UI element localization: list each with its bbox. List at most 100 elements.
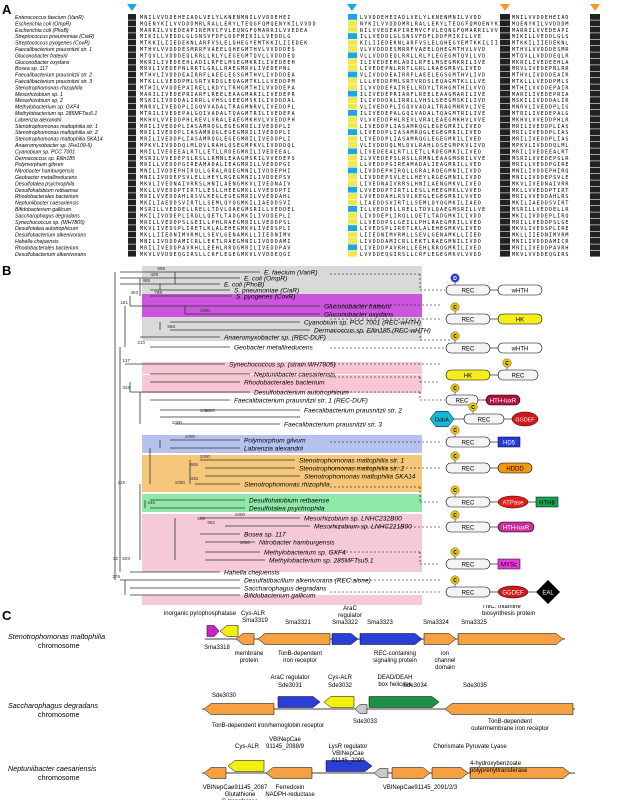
svg-text:MYSc: MYSc (501, 562, 517, 568)
conserved-column (500, 174, 510, 180)
gene-label: ThiC: thiamine (482, 605, 521, 610)
conserved-column (500, 33, 510, 39)
conserved-column (128, 186, 136, 193)
conserved-column (500, 39, 510, 46)
alignment-species-label: Desulfotalea autotrophicum (15, 226, 79, 232)
alignment-sequence: MTKKILIIEDEKNL (512, 41, 570, 47)
conserved-column (348, 244, 357, 251)
svg-text:C: C (453, 428, 457, 434)
svg-text:EAL: EAL (542, 590, 554, 596)
conserved-column (348, 174, 357, 180)
alignment-sequence: MTRILIVEDEPALGQIVADALTQAGMTRILIVEDEPA (140, 111, 296, 117)
conserved-column (590, 244, 600, 251)
tree-leaf-label: Gluconobacter frateurii (324, 304, 391, 311)
conserved-column (128, 46, 136, 52)
tree-leaf-label: Saccharophagus degradans (244, 586, 327, 593)
conserved-column (348, 78, 357, 84)
gene-label: Sma3323 (367, 620, 393, 626)
alignment-sequence: MSRILLVEDDELLRELLTDVLQAEGMSRILLVEDDEL (140, 207, 296, 213)
rec-domain: REC (497, 369, 539, 381)
svg-text:C: C (453, 454, 457, 460)
gene-label: iron receptor (283, 658, 317, 664)
conserved-column (128, 110, 136, 116)
conserved-column (128, 135, 136, 142)
conserved-column (128, 174, 136, 180)
svg-text:HTH-luxR: HTH-luxR (503, 525, 530, 531)
alignment-species-label: Bosea sp. 117 (15, 66, 49, 72)
alignment-sequence: MKVLIVEDSPLIRETLKLALEHEGMKVLIVEDSPLI (140, 226, 292, 232)
conserved-column (348, 52, 357, 59)
conserved-column (348, 39, 357, 46)
alignment-species-label: Gluconobacter frateurii (15, 53, 68, 59)
alignment-species-label: Rhodobacterales bacterium (15, 194, 79, 200)
alignment-sequence: RILVVEDEAPIREMVCFVLEQNGFQMARRILVV (360, 28, 499, 34)
chromosome-title-suffix: chromosome (38, 641, 80, 650)
alignment-sequence: MKILIAEDDSVIRT (512, 201, 570, 207)
bootstrap-value: 328 (122, 385, 130, 390)
conserved-column (128, 58, 136, 65)
conserved-column (348, 46, 357, 52)
conserved-column (500, 116, 510, 123)
gene-2087 (203, 767, 227, 779)
gene-sde3030 (203, 703, 275, 715)
alignment-sequence: ILVVDDEPAIRELLRDYLTRHGMTHILVVD (360, 85, 486, 91)
conserved-column (348, 142, 357, 148)
svg-text:C: C (471, 405, 475, 411)
tree-leaf-label: Faecalibacterium prausnitzii str. 2 (304, 408, 402, 415)
bootstrap-value: 335 (190, 476, 198, 481)
alignment-species-label: Hahella chejuensis (15, 239, 59, 245)
alignment-sequence: MTRILIVEDEPALG (512, 111, 570, 117)
alignment-sequence: LIVEDEEALRTLLETLLRDEGMRILIVED (360, 149, 482, 155)
tree-leaf-label: S. pneumoniae (CiaR) (234, 288, 299, 295)
conserved-column (500, 71, 510, 78)
ggdef-domain: GGDEF (497, 585, 529, 599)
conserved-column (500, 52, 510, 59)
conserved-column (590, 218, 600, 225)
alignment-sequence: MSRILLVEDDELLR (512, 207, 570, 213)
alignment-sequence: ILIVEDEPRIARFLREELEAAGMARILIVE (360, 92, 486, 98)
rec-domain: REC (445, 394, 479, 406)
alignment-sequence: MQENYKILVVDDDM (512, 21, 570, 27)
svg-text:REC: REC (462, 317, 475, 323)
hddd-domain: HDDD (497, 462, 533, 474)
alignment-sequence: ILIVDDDALIRRLLVHSLSEEGMSKILIVD (360, 98, 486, 104)
alignment-sequence: MKLLIIEDNIMVRM (512, 233, 570, 239)
conserved-column (500, 193, 510, 199)
alignment-sequence: MRILIVEDDPAVRH (512, 245, 570, 251)
alignment-sequence: MKHVLVVEDDPHLREVLVRALEAEGMKHVLVVEDDPH (140, 117, 296, 123)
conserved-column (128, 90, 136, 97)
conserved-column (500, 97, 510, 103)
conserved-column (500, 65, 510, 71)
bootstrap-value: 608 (197, 516, 205, 521)
alignment-species-label: Stenotrophomonas maltophilia SKA14 (15, 137, 103, 143)
bootstrap-value: 1000 (205, 408, 216, 413)
gene-label: channel (434, 658, 455, 664)
bootstrap-value: 1000 (240, 540, 251, 545)
alignment-sequence: ILIVEDEEHLADILRFELMSEGMKRILIVE (360, 60, 486, 66)
conserved-column (590, 199, 600, 206)
alignment-sequence: LIVEDSPLIRETLKLALEHEGMKVLIVED (360, 226, 482, 232)
bootstrap-value: 1000 (200, 408, 211, 413)
conserved-column (128, 20, 136, 27)
gene-label: Cys-ALR (241, 611, 266, 617)
conserved-column (590, 154, 600, 161)
conserved-column (590, 58, 600, 65)
tree-leaf-label: Stenotrophomonas maltophilia str. 1 (299, 458, 405, 465)
conserved-column (348, 122, 357, 129)
alignment-sequence: MRVLIVEDEPNLRR (512, 66, 570, 72)
alignment-sequence: LIVDDEPHIRQLLGRALRQEGMNILIVDD (360, 169, 482, 175)
conserved-column (348, 90, 357, 97)
alignment-marker (500, 4, 510, 11)
alignment-species-label: Desulfotalea psychrophila (15, 181, 75, 187)
alignment-species-label: Escherichia coli (OmpR) (15, 21, 71, 27)
alignment-sequence: MNILIVDDDAMICRLLEKTLRAEGMNILIVDDDAMI (140, 239, 292, 245)
alignment-sequence: VLLVDDDEQLRRLLRLYLEGEGMTQVLLVD (360, 53, 486, 59)
svg-text:C: C (453, 386, 457, 392)
alignment-sequence: MTKLLLVEDDPMLSRTVRDSLEQAGMTKLLLVEDDPM (140, 79, 296, 85)
hth-luxr-domain: HTH-luxR (485, 394, 521, 406)
alignment-sequence: VLIVDDDEAIRRFLAEELEGSGMTHVLIVD (360, 73, 486, 79)
conserved-column (348, 20, 357, 27)
gene-label: Sde3032 (328, 683, 353, 689)
hd5-domain: HD5 (497, 436, 521, 448)
gene-label: TonB-dependent (278, 651, 322, 657)
